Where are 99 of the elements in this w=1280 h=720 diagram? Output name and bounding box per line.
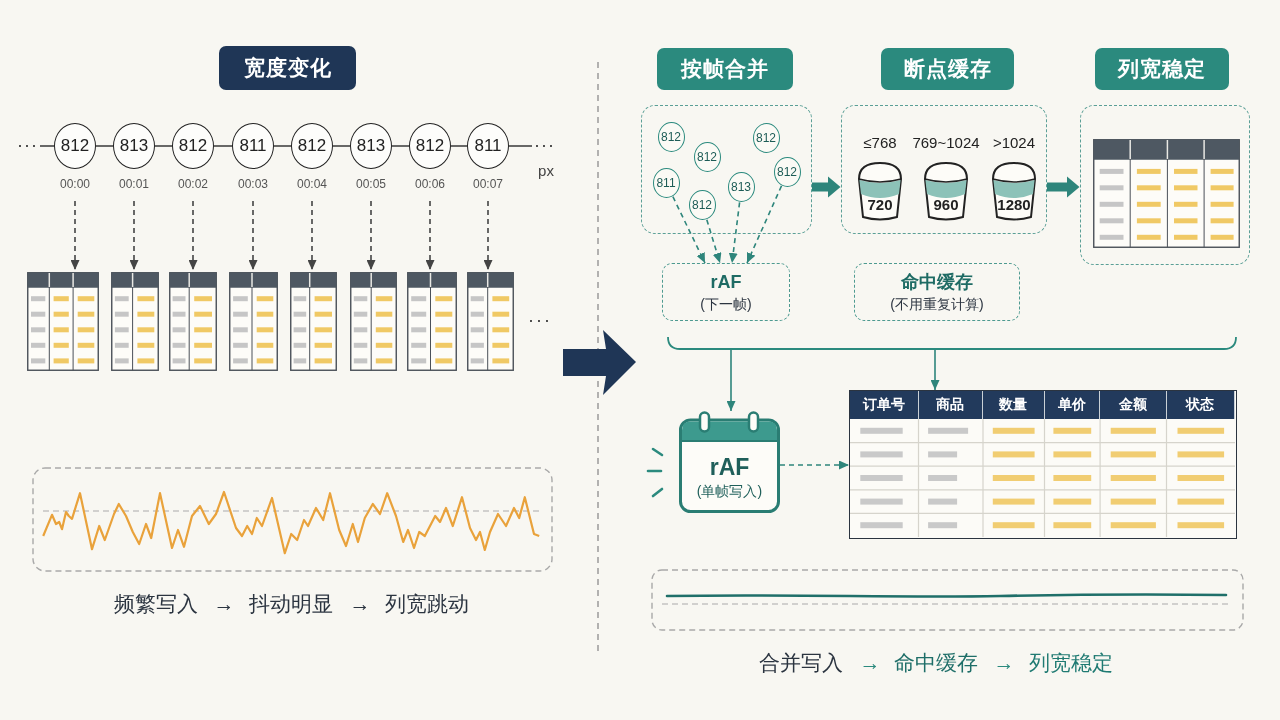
block-arrow [1047, 176, 1080, 198]
dashed-panel [641, 105, 812, 234]
table-icon [467, 272, 514, 371]
header-cell: 单价 [1044, 391, 1101, 419]
note-title: rAF [710, 270, 742, 294]
value-circle: 812 [54, 123, 96, 169]
value-circle: 812 [291, 123, 333, 169]
table-icon [169, 272, 217, 371]
range-label: ≤768 [863, 133, 897, 152]
arrow [307, 200, 317, 271]
connector-line [213, 145, 233, 147]
note-subtitle: (不用重复计算) [890, 294, 984, 314]
header-cell: 商品 [918, 391, 983, 419]
connector-line [95, 145, 114, 147]
note-box [854, 263, 1020, 321]
timestamp: 00:04 [297, 176, 327, 192]
table-icon [290, 272, 337, 371]
note-subtitle: (下一帧) [700, 294, 752, 314]
arrow [930, 349, 940, 391]
timestamp: 00:07 [473, 176, 503, 192]
caption-text: 合并写入 [759, 650, 843, 676]
header-cell: 数量 [983, 391, 1045, 419]
ellipsis: ··· [15, 135, 40, 155]
timestamp: 00:05 [356, 176, 386, 192]
arrow [706, 218, 722, 264]
connector-line [391, 145, 410, 147]
card-title: rAF [709, 453, 750, 481]
table-icon [27, 272, 99, 371]
arrow [726, 349, 736, 412]
value-circle: 812 [773, 157, 801, 187]
range-label: 769~1024 [912, 133, 980, 152]
value-circle: 811 [467, 123, 509, 169]
arrow-symbol: → [349, 591, 371, 617]
connector-line [450, 145, 468, 147]
table-icon [1093, 139, 1240, 248]
value-circle: 813 [350, 123, 392, 169]
table-icon [111, 272, 159, 371]
value-circle: 811 [652, 168, 680, 198]
unit-label: px [538, 162, 554, 180]
arrow [248, 200, 258, 271]
connector-line [39, 145, 55, 147]
arrow [728, 201, 741, 264]
block-arrow [812, 176, 841, 198]
value-circle: 812 [693, 142, 721, 172]
arrow [672, 195, 706, 264]
note-box [662, 263, 790, 321]
heading-pill: 宽度变化 [219, 46, 356, 90]
bucket: 720 [856, 161, 904, 221]
dashed-panel [841, 105, 1047, 234]
caption-text: 列宽跳动 [385, 591, 469, 617]
connector-line [154, 145, 173, 147]
value-circle: 812 [172, 123, 214, 169]
connector-line [332, 145, 351, 147]
heading-pill: 按帧合并 [657, 48, 793, 90]
header-cell: 状态 [1166, 391, 1235, 419]
value-circle: 812 [688, 190, 716, 220]
heading-pill: 断点缓存 [881, 48, 1014, 90]
card-subtitle: (单帧写入) [696, 481, 763, 501]
heading-pill: 列宽稳定 [1095, 48, 1229, 90]
value-circle: 813 [113, 123, 155, 169]
connector-line [508, 145, 533, 147]
ellipsis: ··· [528, 310, 552, 332]
caption-text: 列宽稳定 [1029, 650, 1113, 676]
bucket: 960 [922, 161, 970, 221]
header-cell: 金额 [1100, 391, 1167, 419]
arrow [425, 200, 435, 271]
note-title: 命中缓存 [901, 270, 973, 294]
value-circle: 812 [752, 123, 780, 153]
caption-text: 命中缓存 [894, 650, 978, 676]
arrow [366, 200, 376, 271]
header-cell: 订单号 [850, 391, 919, 419]
arrow [129, 200, 139, 271]
bucket: 1280 [990, 161, 1038, 221]
arrow [70, 200, 80, 271]
timestamp: 00:03 [238, 176, 268, 192]
value-circle: 811 [232, 123, 274, 169]
timestamp: 00:02 [178, 176, 208, 192]
timestamp: 00:06 [415, 176, 445, 192]
arrow [188, 200, 198, 271]
ellipsis: ··· [532, 135, 557, 155]
arrow-symbol: → [993, 650, 1015, 676]
arrow [779, 460, 850, 470]
table-icon [407, 272, 457, 371]
table-icon [350, 272, 397, 371]
arrow-symbol: → [213, 591, 235, 617]
value-circle: 812 [657, 122, 685, 152]
arrow [483, 200, 493, 271]
caption-text: 抖动明显 [249, 591, 333, 617]
dashed-panel [1080, 105, 1250, 265]
timestamp: 00:00 [60, 176, 90, 192]
caption-text: 频繁写入 [114, 591, 198, 617]
arrow-symbol: → [859, 650, 881, 676]
connector-line [273, 145, 292, 147]
value-circle: 812 [409, 123, 451, 169]
timestamp: 00:01 [119, 176, 149, 192]
table-icon [229, 272, 278, 371]
arrow [746, 185, 783, 264]
value-circle: 813 [727, 172, 755, 202]
range-label: >1024 [992, 133, 1036, 152]
